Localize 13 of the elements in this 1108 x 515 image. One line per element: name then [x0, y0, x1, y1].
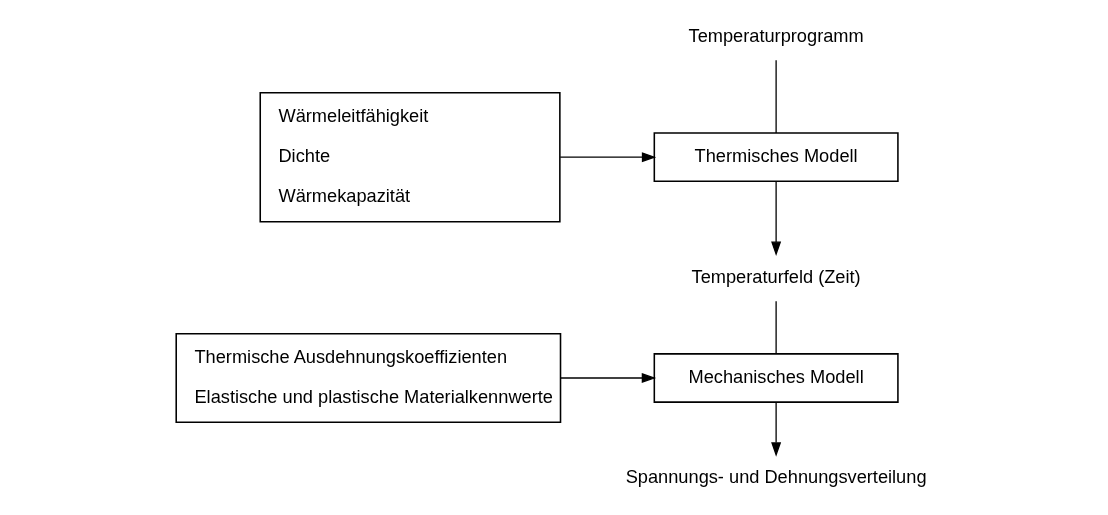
node-box: Thermische Ausdehnungskoeffizienten Elastische und plastische Materialkennwerte — [175, 332, 562, 424]
arrow — [559, 152, 657, 163]
node-text: Spannungs- und Dehnungsverteilung — [625, 466, 927, 488]
node-text: Temperaturfeld (Zeit) — [691, 265, 861, 287]
node-box: Mechanisches Modell — [653, 353, 899, 403]
connector — [775, 300, 777, 355]
node-box: Thermisches Modell — [653, 132, 899, 183]
arrow — [560, 373, 657, 384]
connector — [775, 59, 777, 134]
node-text: Temperaturprogramm — [688, 24, 864, 46]
arrow — [771, 401, 782, 457]
arrow — [771, 181, 782, 256]
node-box: Wärmeleitfähigkeit Dichte Wärmekapazität — [259, 91, 561, 223]
